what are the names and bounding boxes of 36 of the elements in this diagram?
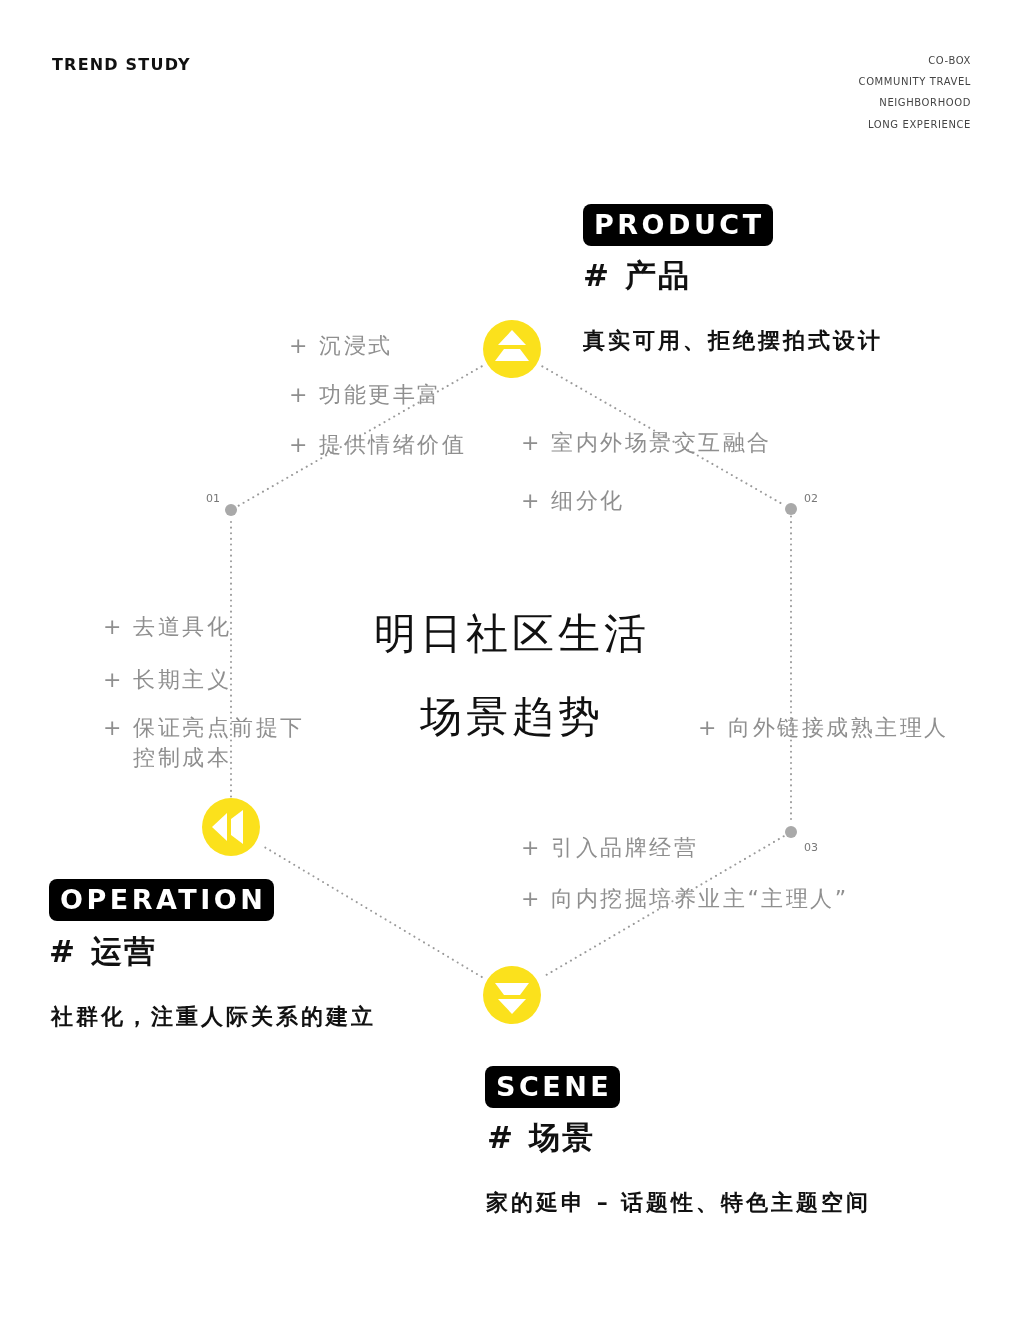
dot-icon — [785, 826, 797, 838]
step-number: 01 — [206, 492, 220, 506]
section-heading: # 产品 — [583, 256, 692, 295]
diagram-title: 明日社区生活场景趋势 — [373, 608, 651, 743]
bullet-point: + 沉浸式 — [289, 332, 393, 360]
description: 家的延申 – 话题性、特色主题空间 — [486, 1189, 872, 1217]
bullet-point: + 向外链接成熟主理人 — [698, 714, 949, 742]
double-chevron-left-icon — [202, 798, 260, 856]
bullet-point: + 细分化 — [521, 487, 625, 515]
step-number: 03 — [804, 841, 818, 855]
keyword: CO-BOX — [928, 54, 971, 68]
step-number: 02 — [804, 492, 818, 506]
bullet-point: + 功能更丰富 — [289, 381, 442, 409]
section-heading: # 场景 — [487, 1118, 596, 1157]
dotted-line — [237, 365, 483, 507]
keyword: COMMUNITY TRAVEL — [858, 75, 971, 89]
keyword: NEIGHBORHOOD — [879, 96, 971, 110]
bullet-point: + 室内外场景交互融合 — [521, 429, 772, 457]
double-chevron-up-icon — [483, 320, 541, 378]
dot-icon — [785, 503, 797, 515]
bullet-point: + 长期主义 — [103, 666, 232, 694]
double-chevron-down-icon — [483, 966, 541, 1024]
bullet-point: + 提供情绪价值 — [289, 431, 467, 459]
bullet-point: + 向内挖掘培养业主“主理人” — [521, 885, 849, 913]
label-badge: OPERATION — [49, 879, 275, 921]
label-badge: SCENE — [485, 1066, 621, 1108]
page-heading: TREND STUDY — [52, 55, 191, 75]
keyword: LONG EXPERIENCE — [868, 118, 971, 132]
section-heading: # 运营 — [49, 932, 158, 971]
description: 真实可用、拒绝摆拍式设计 — [583, 327, 883, 355]
label-badge: PRODUCT — [583, 204, 773, 246]
bullet-point: + 引入品牌经营 — [521, 834, 699, 862]
bullet-point: + 去道具化 — [103, 613, 232, 641]
bullet-point: + 保证亮点前提下控制成本 — [103, 714, 306, 772]
dot-icon — [225, 504, 237, 516]
description: 社群化，注重人际关系的建立 — [51, 1003, 376, 1031]
